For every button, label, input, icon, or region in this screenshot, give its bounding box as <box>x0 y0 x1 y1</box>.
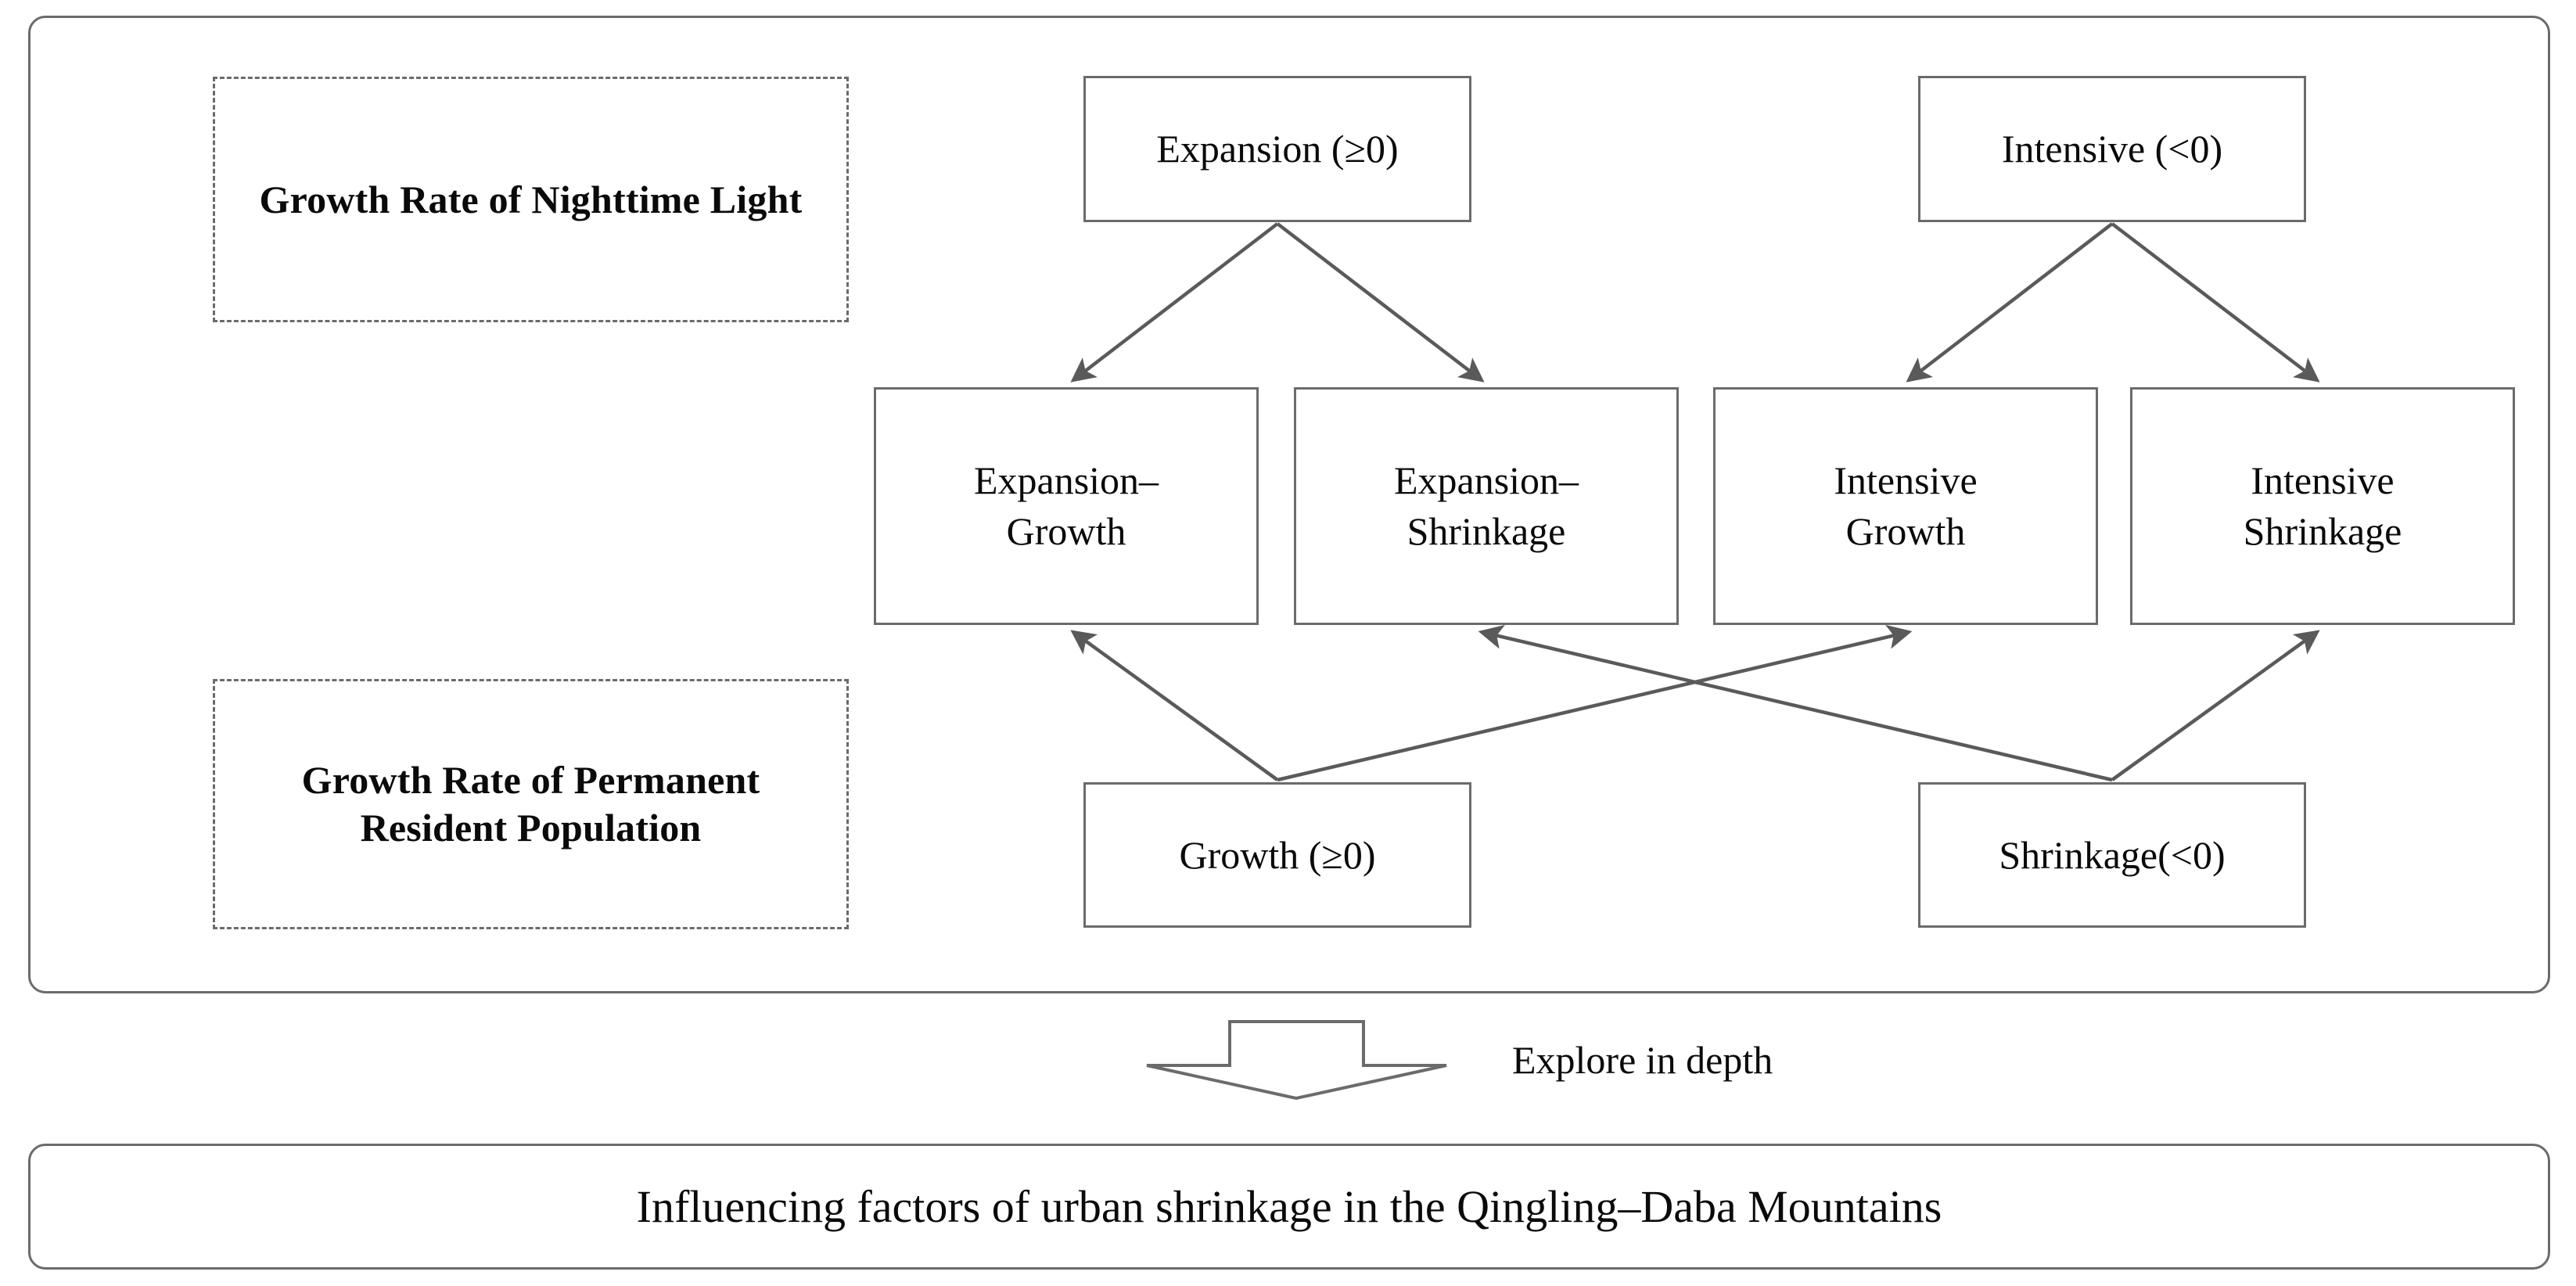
node-intensive-growth: Intensive Growth <box>1713 387 2098 625</box>
node-shrinkage: Shrinkage(<0) <box>1918 782 2306 928</box>
legend-growth-rate-nighttime-light: Growth Rate of Nighttime Light <box>213 77 849 322</box>
node-expansion: Expansion (≥0) <box>1083 76 1471 222</box>
outcome-panel: Influencing factors of urban shrinkage i… <box>28 1144 2550 1270</box>
node-growth: Growth (≥0) <box>1083 782 1471 928</box>
legend-growth-rate-permanent-resident-population: Growth Rate of Permanent Resident Popula… <box>213 679 849 929</box>
outcome-title: Influencing factors of urban shrinkage i… <box>636 1181 1942 1232</box>
down-arrow-icon <box>1146 1020 1447 1101</box>
explore-in-depth-label: Explore in depth <box>1512 1038 1773 1082</box>
explore-in-depth-row: Explore in depth <box>1142 1013 1924 1107</box>
node-intensive: Intensive (<0) <box>1918 76 2306 222</box>
node-expansion-growth: Expansion– Growth <box>874 387 1259 625</box>
node-expansion-shrinkage: Expansion– Shrinkage <box>1294 387 1679 625</box>
node-intensive-shrinkage: Intensive Shrinkage <box>2130 387 2515 625</box>
